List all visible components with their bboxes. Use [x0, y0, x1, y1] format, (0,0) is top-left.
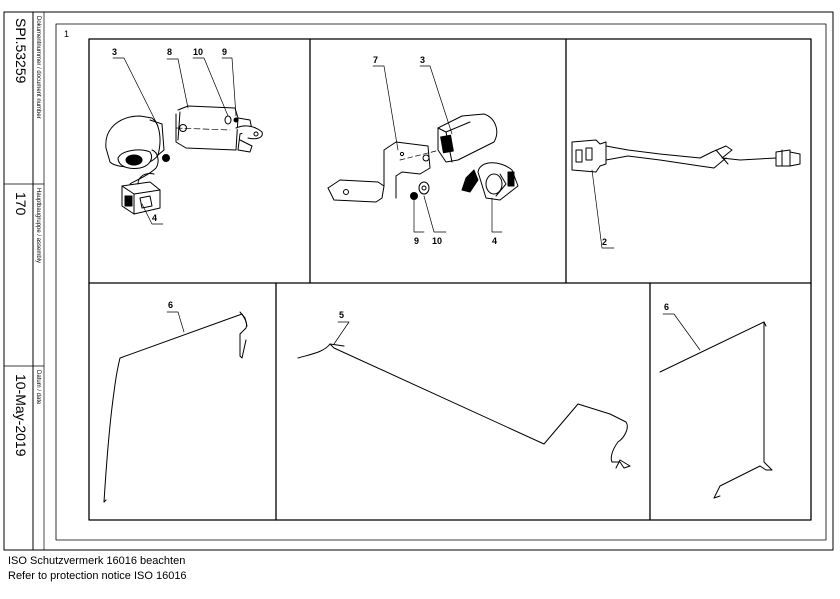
- callout-10-panel1: 10: [193, 47, 203, 57]
- date-label: Datum / date: [35, 370, 41, 405]
- callout-7-panel2: 7: [373, 55, 378, 65]
- panel-1-leaders: [112, 57, 237, 225]
- panel-3-cable-harness: [571, 139, 801, 173]
- outer-frame: [3, 11, 834, 551]
- callout-9-panel2: 9: [414, 236, 419, 246]
- callout-9-panel1: 9: [222, 47, 227, 57]
- protection-notice-en: Refer to protection notice ISO 16016: [8, 570, 187, 582]
- callout-3-panel1: 3: [112, 47, 117, 57]
- panel-6-leader: [662, 313, 701, 351]
- callout-3-panel2: 3: [420, 55, 425, 65]
- callout-8-panel1: 8: [167, 47, 172, 57]
- sheet-number: 1: [64, 29, 69, 39]
- panel-2-exploded-camera: [327, 113, 519, 203]
- callout-6-panel4: 6: [168, 300, 173, 310]
- callout-4-panel1: 4: [152, 213, 157, 223]
- panel-4-leader: [166, 311, 185, 333]
- protection-notice-de: ISO Schutzvermerk 16016 beachten: [8, 555, 186, 567]
- panel-6-wire: [659, 321, 773, 499]
- panel-4-wire: [103, 311, 248, 503]
- callout-10-panel2: 10: [432, 236, 442, 246]
- callout-5-panel5: 5: [339, 310, 344, 320]
- panel-3-leader: [591, 169, 615, 249]
- panel-5-wire: [297, 343, 631, 469]
- panel-2-leaders: [372, 65, 503, 233]
- drawing-date: 10-May-2019: [13, 374, 29, 457]
- document-number: SPI.53259: [13, 18, 29, 84]
- assembly-label: Hauptbaugruppe / assembly: [35, 188, 41, 264]
- assembly-number: 170: [13, 192, 29, 216]
- parts-panels-frame: [88, 38, 812, 521]
- callout-4-panel2: 4: [492, 236, 497, 246]
- panel-5-leader: [333, 321, 350, 345]
- callout-6-panel6: 6: [664, 302, 669, 312]
- panel-1-camera-with-bracket: [105, 105, 263, 215]
- inner-frame: [55, 23, 827, 541]
- callout-2-panel3: 2: [602, 237, 607, 247]
- document-number-label: Dokumentnummer / document number: [35, 16, 41, 119]
